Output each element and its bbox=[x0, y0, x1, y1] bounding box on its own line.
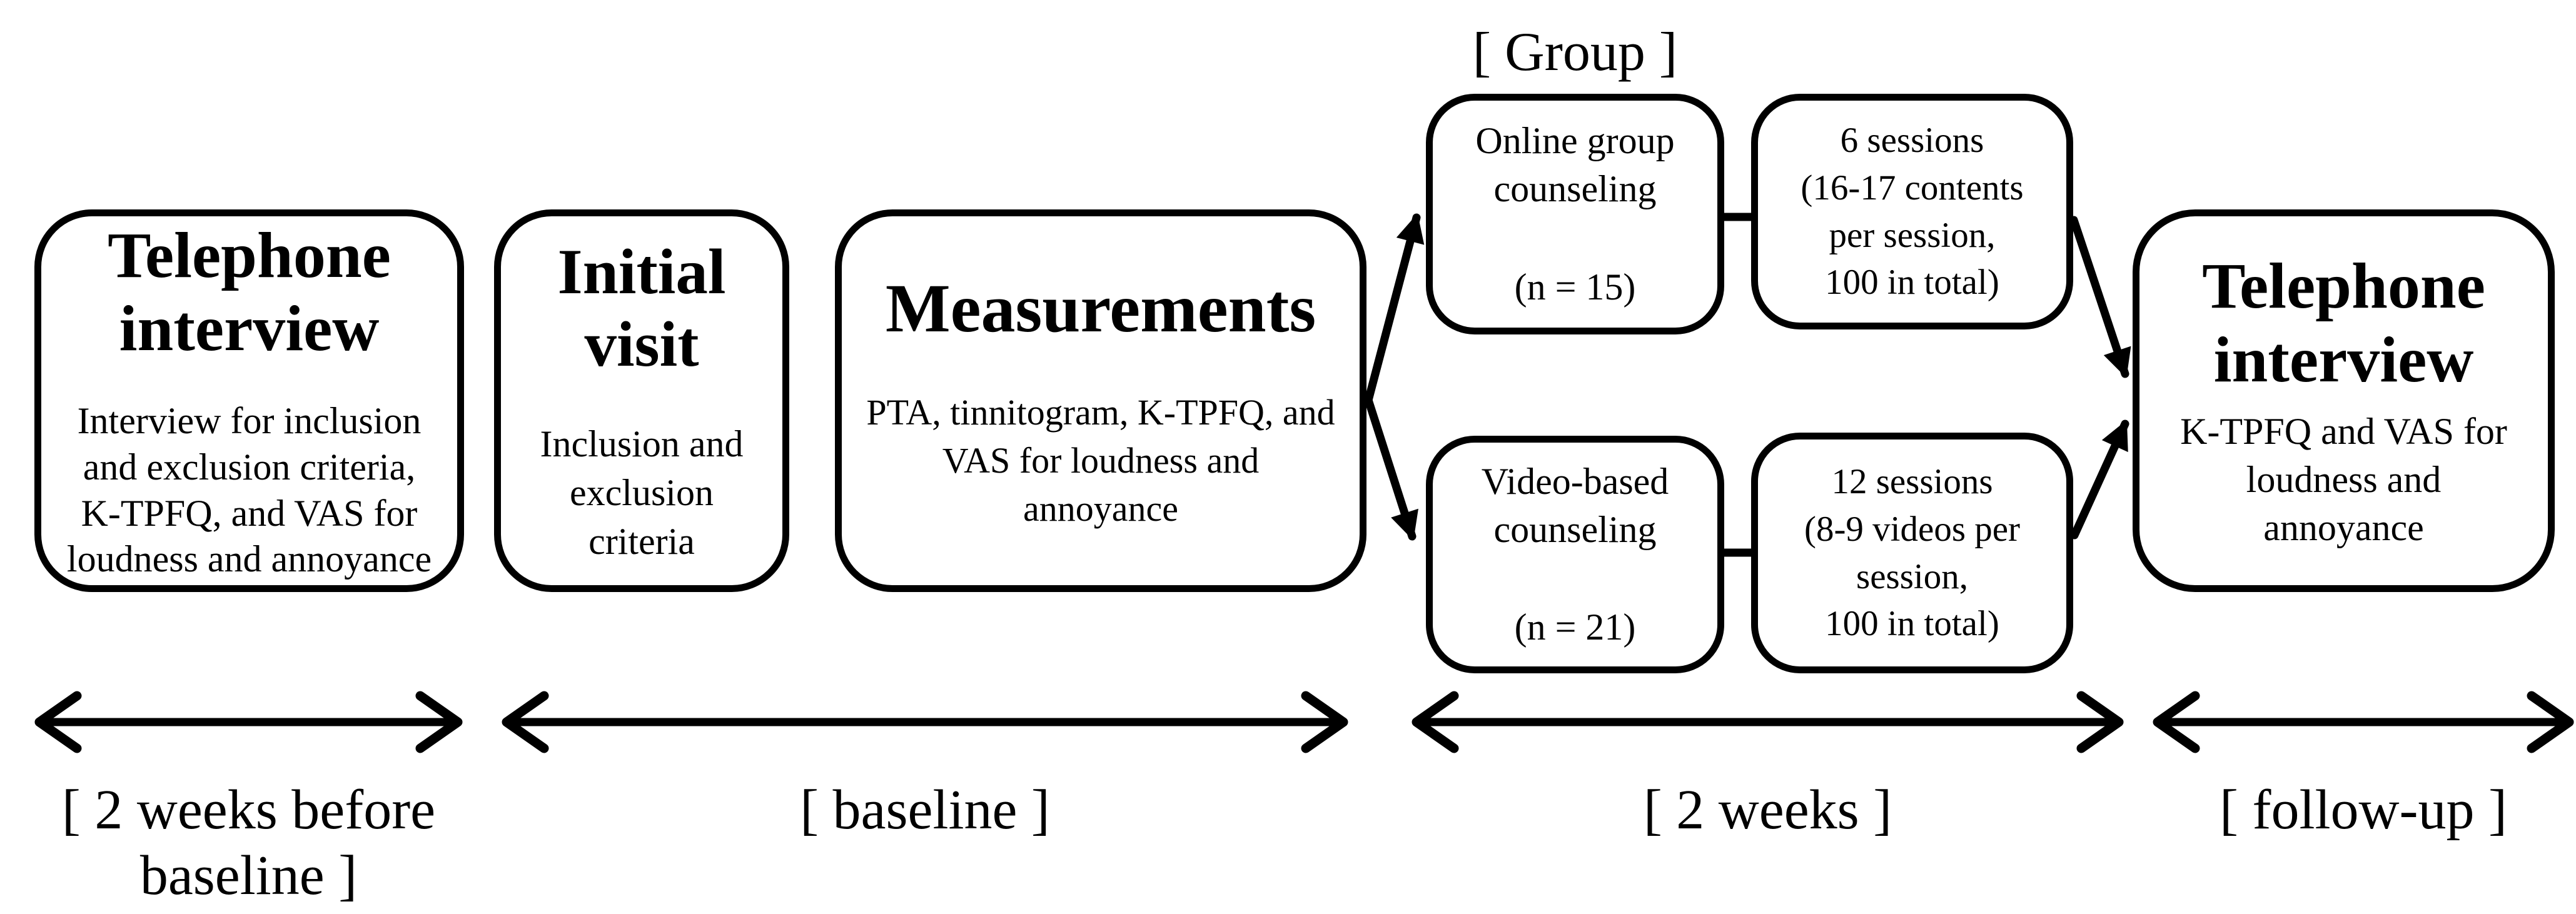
box-title: Initial visit bbox=[557, 236, 726, 380]
arm-sample-size: (n = 15) bbox=[1514, 266, 1636, 308]
arm-sample-size: (n = 21) bbox=[1514, 606, 1636, 648]
box-video-based-counseling: Video-based counseling (n = 21) bbox=[1426, 436, 1724, 673]
box-title: Measurements bbox=[885, 269, 1316, 346]
timeline-arrow-prebaseline-icon bbox=[34, 691, 463, 753]
timeline-label-followup: [ follow-up ] bbox=[2220, 779, 2507, 841]
timeline-label-baseline: [ baseline ] bbox=[800, 779, 1050, 841]
box-body: Inclusion and exclusion criteria bbox=[540, 423, 744, 563]
box-online-sessions-detail: 6 sessions (16-17 contents per session, … bbox=[1751, 94, 2073, 329]
arrow-measurements-to-video-group-icon bbox=[1364, 396, 1418, 541]
box-screening-telephone-interview: Telephone interview Interview for inclus… bbox=[34, 209, 464, 592]
box-title: Telephone interview bbox=[2202, 250, 2485, 396]
arm-name: Online group counseling bbox=[1475, 120, 1675, 210]
box-body: 12 sessions (8-9 videos per session, 100… bbox=[1804, 461, 2021, 644]
arrow-measurements-to-online-group-icon bbox=[1364, 213, 1425, 404]
timeline-arrow-2weeks-icon bbox=[1412, 691, 2124, 753]
timeline-label-prebaseline: [ 2 weeks before baseline ] bbox=[61, 779, 436, 907]
box-initial-visit: Initial visit Inclusion and exclusion cr… bbox=[494, 209, 789, 592]
group-arm-heading: [ Group ] bbox=[1472, 22, 1678, 83]
box-video-sessions-detail: 12 sessions (8-9 videos per session, 100… bbox=[1751, 433, 2073, 673]
arrow-video-sessions-to-followup-icon bbox=[2070, 419, 2129, 540]
box-followup-telephone-interview: Telephone interview K-TPFQ and VAS for l… bbox=[2133, 209, 2555, 592]
box-online-group-counseling: Online group counseling (n = 15) bbox=[1426, 94, 1724, 334]
box-body: PTA, tinnitogram, K-TPFQ, and VAS for lo… bbox=[866, 392, 1335, 529]
box-body: K-TPFQ and VAS for loudness and annoyanc… bbox=[2180, 411, 2507, 548]
arm-name: Video-based counseling bbox=[1481, 460, 1669, 550]
timeline-label-2weeks: [ 2 weeks ] bbox=[1643, 779, 1892, 841]
box-measurements: Measurements PTA, tinnitogram, K-TPFQ, a… bbox=[835, 209, 1366, 592]
box-body: Interview for inclusion and exclusion cr… bbox=[66, 399, 432, 580]
box-body: 6 sessions (16-17 contents per session, … bbox=[1801, 120, 2024, 303]
arrow-online-sessions-to-followup-icon bbox=[2069, 216, 2131, 378]
box-title: Telephone interview bbox=[108, 219, 391, 365]
timeline-arrow-followup-icon bbox=[2153, 691, 2574, 753]
timeline-arrow-baseline-icon bbox=[502, 691, 1348, 753]
